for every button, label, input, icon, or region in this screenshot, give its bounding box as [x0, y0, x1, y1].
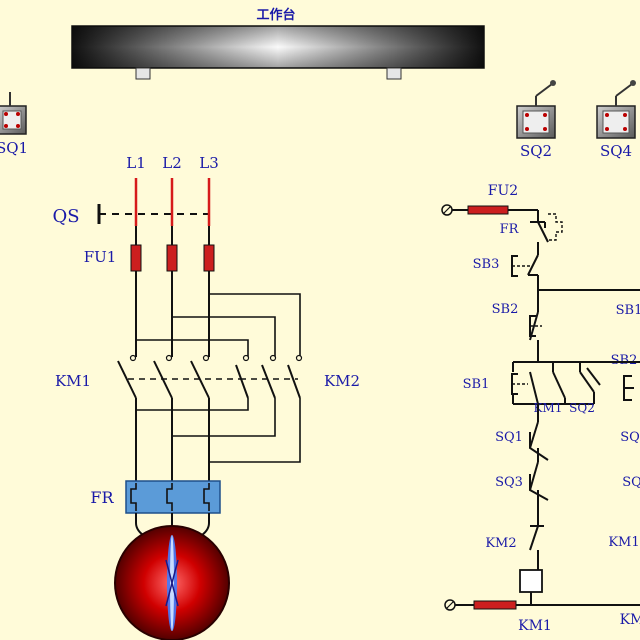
contactor-km2-main[interactable] [235, 354, 303, 399]
fr-power-label: FR [90, 488, 114, 507]
sb2-right-label: SB2 [611, 353, 638, 368]
table-label: 工作台 [256, 7, 295, 23]
sb2-label: SB2 [492, 302, 519, 317]
sq-right-2-label: SQ [622, 475, 640, 490]
coil-km1 [519, 569, 543, 593]
limit-contact-sq1 [529, 421, 549, 462]
fu2-label: FU2 [488, 183, 518, 199]
aux-contact-sq2 [579, 362, 601, 404]
limit-switch-sq2[interactable]: SQ2 [516, 80, 556, 160]
table-cam-right [386, 67, 402, 80]
km2-power-label: KM2 [324, 372, 360, 390]
sq-right-1-label: SQ [620, 430, 640, 445]
sq2-label: SQ2 [520, 142, 552, 160]
fuse-fu2 [467, 205, 509, 215]
km1-aux-label: KM1 [534, 401, 563, 415]
fuse-fu1-l1 [130, 244, 142, 272]
sb1-right-label: SB1 [616, 303, 640, 318]
fuse-fu1-l2 [166, 244, 178, 272]
sq3-control-label: SQ3 [495, 475, 523, 490]
sq1-control-label: SQ1 [495, 430, 523, 445]
button-sb1[interactable] [511, 361, 600, 405]
phase-l2-label: L2 [162, 154, 182, 172]
phase-l1-label: L1 [126, 154, 146, 172]
interlock-km2 [529, 515, 544, 570]
fu1-label: FU1 [84, 248, 117, 266]
control-circuit: FU2 FR SB3 SB1 SB2 [441, 183, 640, 634]
fuse-fu1-l3 [203, 244, 215, 272]
km1-power-label: KM1 [55, 372, 91, 390]
limit-contact-sq3 [529, 461, 549, 515]
qs-label: QS [52, 206, 79, 227]
work-table: 工作台 [71, 7, 485, 80]
isolator-switch-qs[interactable] [97, 203, 215, 226]
sq4-label: SQ4 [600, 142, 632, 160]
fr-control-label: FR [500, 222, 520, 237]
power-circuit: L1 L2 L3 QS FU1 KM1 [52, 154, 360, 640]
km-right-bottom-label: KM [620, 612, 640, 628]
sq1-label: SQ1 [0, 139, 28, 157]
phase-l3-label: L3 [199, 154, 219, 172]
limit-switch-sq1[interactable]: SQ1 [0, 92, 28, 157]
limit-switch-sq4[interactable]: SQ4 [596, 80, 636, 160]
sb3-label: SB3 [473, 257, 500, 272]
stop-button-sb3[interactable] [511, 254, 539, 290]
sq2-aux-label: SQ2 [569, 401, 595, 415]
aux-contact-km1 [552, 362, 566, 404]
km2-control-label: KM2 [485, 536, 516, 551]
km1-coil-label: KM1 [518, 618, 552, 634]
contactor-km1-main[interactable] [117, 354, 240, 399]
table-cam-left [135, 67, 151, 80]
fr-contact [530, 210, 563, 255]
km1-right-label: KM1 [608, 535, 639, 550]
thermal-relay-fr [125, 480, 221, 514]
fuse-bottom [473, 600, 517, 610]
motor [114, 525, 230, 640]
sb1-label: SB1 [463, 377, 490, 392]
button-sb2[interactable] [529, 290, 542, 362]
